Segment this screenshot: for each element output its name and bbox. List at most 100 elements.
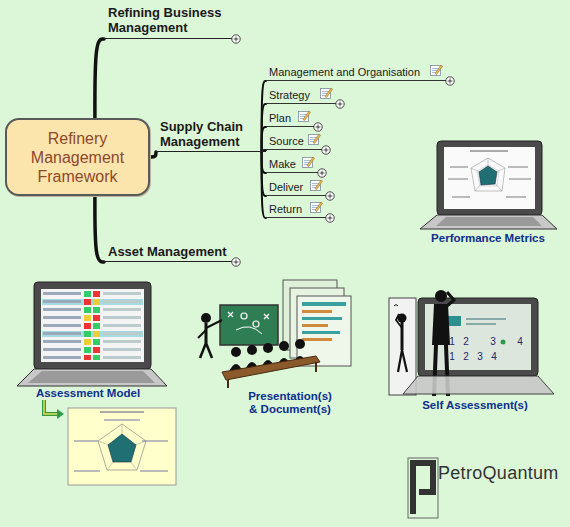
presentation-scene <box>302 310 332 313</box>
self-assessment-scene <box>447 316 461 326</box>
topic-text: Refinery Management Framework <box>23 129 132 186</box>
sub-topic: Plan <box>266 109 314 127</box>
assessment-laptop <box>93 323 100 329</box>
self-assessment-scene <box>398 350 402 372</box>
scale-number: 2 <box>461 336 471 347</box>
presentation-scene <box>241 313 247 319</box>
assessment-laptop <box>84 339 91 345</box>
topic-icons <box>311 180 323 191</box>
logo-mark <box>413 463 433 514</box>
topic-text: Plan <box>269 111 314 125</box>
assessment-laptop <box>84 291 91 297</box>
radar-document <box>68 408 176 485</box>
self-assessment-scene <box>501 340 506 345</box>
metrics-laptop <box>436 217 542 226</box>
presentation-scene <box>295 339 305 349</box>
assessment-laptop <box>84 323 91 329</box>
link-arrow <box>57 409 64 419</box>
expand-buttons <box>322 146 330 154</box>
logo-mark <box>408 458 438 518</box>
metrics-laptop <box>420 215 557 229</box>
self-assessment-scene <box>402 350 407 372</box>
expand-buttons <box>326 192 334 200</box>
sub-topic: Strategy <box>266 86 336 104</box>
presentation-scene <box>200 343 206 358</box>
presentation-scene <box>315 362 317 372</box>
assessment-laptop <box>17 282 167 386</box>
self-assessment-scene <box>396 314 402 328</box>
scale-number: 2 <box>461 351 471 362</box>
presentation-scene <box>228 312 233 317</box>
central-topic: Refinery Management Framework <box>5 118 150 196</box>
scale-number: 4 <box>515 336 525 347</box>
assessment-laptop <box>43 356 81 359</box>
logo-text: PetroQuantum <box>438 463 568 483</box>
self-assessment-scene <box>403 376 554 394</box>
radar-document <box>74 440 98 442</box>
assessment-laptop <box>84 355 91 360</box>
assessment-laptop <box>41 289 144 362</box>
metrics-laptop <box>437 141 542 215</box>
presentation-scene <box>302 317 342 320</box>
self-assessment-scene <box>435 290 447 302</box>
expand-buttons <box>326 214 334 222</box>
branch-topic: Supply Chain Management <box>156 117 266 152</box>
expand-buttons <box>336 100 344 108</box>
topic-text: Return <box>269 202 326 216</box>
assessment-laptop <box>84 347 91 353</box>
assessment-laptop <box>42 331 143 337</box>
presentation-scene <box>297 296 351 366</box>
self-assessment-scene <box>447 292 454 306</box>
presentation-scene <box>231 347 241 357</box>
topic-text: Management and Organisation <box>269 65 446 79</box>
expand-buttons <box>232 35 240 43</box>
topic-text: Source <box>269 134 322 148</box>
scale-number: 3 <box>488 336 498 347</box>
expand-buttons <box>232 258 240 266</box>
metrics-laptop <box>420 141 557 229</box>
topic-icons <box>311 202 323 213</box>
assessment-laptop <box>43 348 81 351</box>
assessment-laptop <box>28 371 155 383</box>
assessment-laptop <box>42 299 143 305</box>
presentation-scene <box>206 343 212 358</box>
presentation-scene <box>247 345 257 355</box>
assessment-laptop <box>43 316 81 319</box>
assessment-laptop <box>17 369 167 386</box>
radar-document <box>68 408 176 485</box>
metrics-laptop <box>452 196 470 198</box>
expand-buttons <box>446 77 454 85</box>
presentation-scene <box>302 302 346 306</box>
presentation-scene <box>253 321 259 327</box>
expand-buttons <box>232 35 454 266</box>
assessment-laptop <box>34 282 151 369</box>
topic-text: Deliver <box>269 180 326 194</box>
presentation-scene <box>201 313 211 323</box>
image-caption: Performance Metrics <box>423 232 553 245</box>
topic-icons <box>299 65 443 213</box>
metrics-laptop <box>471 158 505 191</box>
sub-topic: Deliver <box>266 178 326 196</box>
metrics-laptop <box>448 178 468 180</box>
scale-number: 3 <box>475 351 485 362</box>
sub-topic: Make <box>266 155 318 173</box>
assessment-laptop <box>93 347 100 353</box>
assessment-laptop <box>43 332 81 335</box>
metrics-laptop <box>470 150 508 152</box>
topic-text: Refining Business Management <box>108 5 232 35</box>
image-caption: Presentation(s) & Document(s) <box>244 390 336 416</box>
sub-topic: Return <box>266 200 326 218</box>
link-arrow <box>44 400 58 414</box>
topic-icons <box>321 88 333 99</box>
assessment-laptop <box>93 307 100 313</box>
assessment-laptop <box>43 300 81 303</box>
presentation-scene <box>263 343 273 353</box>
radar-document <box>74 470 100 472</box>
presentation-scene <box>236 327 262 334</box>
assessment-laptop <box>103 292 141 295</box>
assessment-laptop <box>103 340 141 343</box>
radar-document <box>100 411 144 413</box>
image-caption: Assessment Model <box>23 387 153 400</box>
link-arrow <box>44 400 58 414</box>
